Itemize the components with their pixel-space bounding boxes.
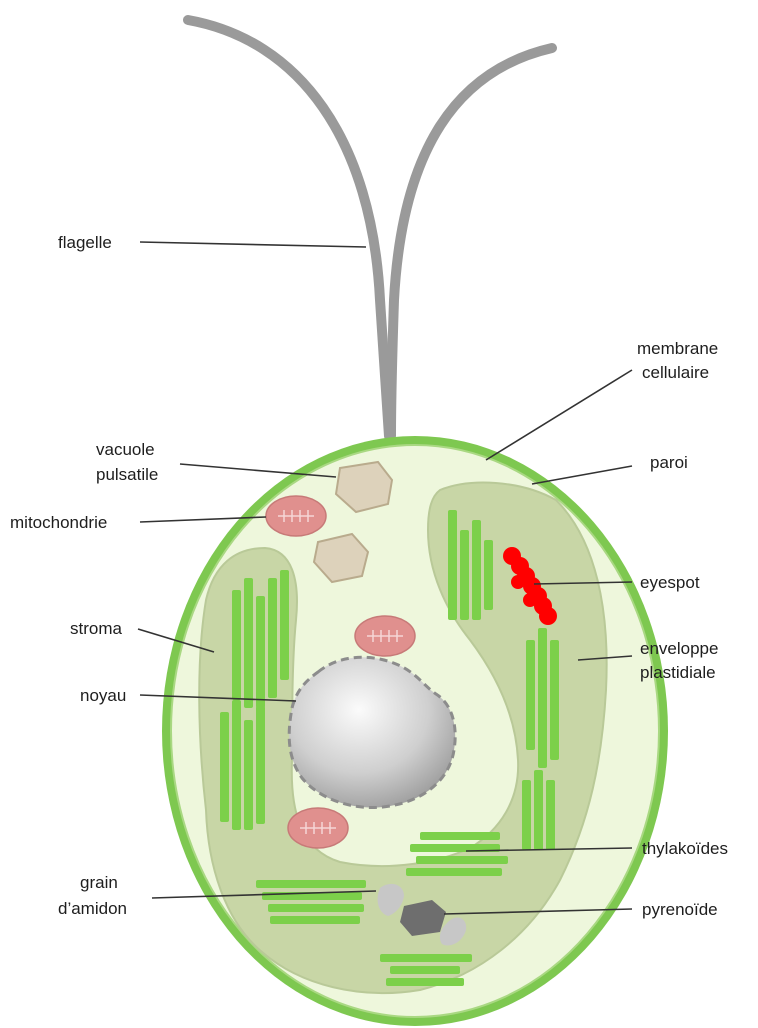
label-grain-line2: d’amidon	[58, 899, 127, 918]
thylakoid	[550, 640, 559, 760]
thylakoid	[256, 880, 366, 888]
thylakoid	[268, 578, 277, 698]
thylakoid	[280, 570, 289, 680]
label-eyespot: eyespot	[640, 573, 700, 592]
leader-membrane	[486, 370, 632, 460]
thylakoid	[546, 780, 555, 850]
thylakoid	[220, 712, 229, 822]
leader-flagelle	[140, 242, 366, 247]
thylakoid	[232, 700, 241, 830]
thylakoid	[460, 530, 469, 620]
thylakoid	[448, 510, 457, 620]
thylakoid	[380, 954, 472, 962]
label-flagelle: flagelle	[58, 233, 112, 252]
thylakoid	[244, 720, 253, 830]
label-mitochondrie: mitochondrie	[10, 513, 107, 532]
label-vacuole-line2: pulsatile	[96, 465, 158, 484]
thylakoid	[416, 856, 508, 864]
thylakoid	[386, 978, 464, 986]
thylakoid	[244, 578, 253, 708]
thylakoid	[406, 868, 502, 876]
thylakoid	[270, 916, 360, 924]
thylakoid	[526, 640, 535, 750]
label-membrane-line2: cellulaire	[642, 363, 709, 382]
label-stroma: stroma	[70, 619, 123, 638]
leader-paroi	[532, 466, 632, 484]
label-thylakoides: thylakoïdes	[642, 839, 728, 858]
label-pyrenoide: pyrenoïde	[642, 900, 718, 919]
label-enveloppe-line2: plastidiale	[640, 663, 716, 682]
thylakoid	[538, 628, 547, 768]
label-membrane-line1: membrane	[637, 339, 718, 358]
thylakoid	[232, 590, 241, 700]
thylakoid	[472, 520, 481, 620]
label-vacuole-line1: vacuole	[96, 440, 155, 459]
thylakoid	[256, 706, 265, 824]
flagellum-right	[391, 48, 552, 436]
thylakoid	[534, 770, 543, 850]
thylakoid	[390, 966, 460, 974]
label-enveloppe-line1: enveloppe	[640, 639, 718, 658]
flagella	[188, 20, 552, 436]
thylakoid	[268, 904, 364, 912]
label-noyau: noyau	[80, 686, 126, 705]
thylakoid	[420, 832, 500, 840]
thylakoid	[522, 780, 531, 850]
flagellum-left	[188, 20, 389, 436]
label-paroi: paroi	[650, 453, 688, 472]
label-grain-line1: grain	[80, 873, 118, 892]
thylakoid	[256, 596, 265, 708]
thylakoid	[484, 540, 493, 610]
